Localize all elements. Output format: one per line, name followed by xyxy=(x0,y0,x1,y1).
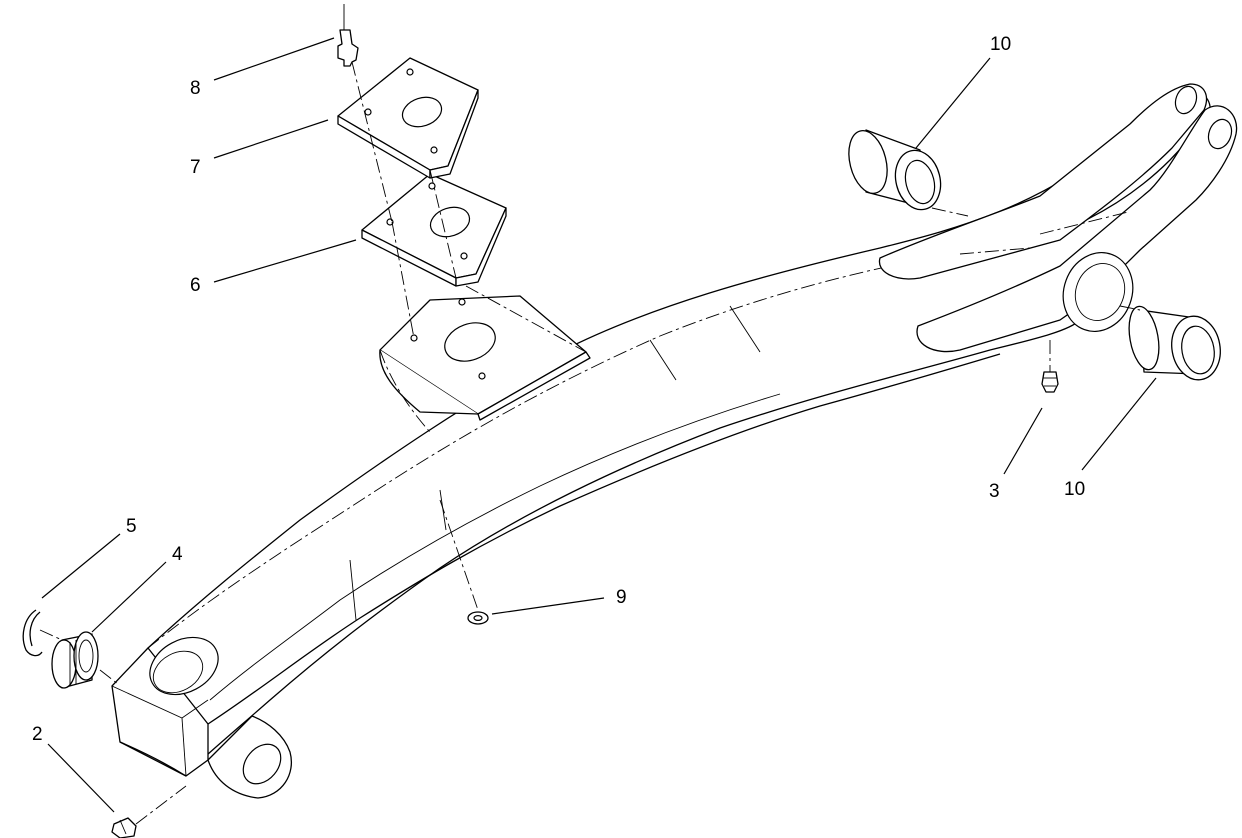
fitting-2 xyxy=(111,817,137,838)
callout-6: 6 xyxy=(190,275,201,296)
assembly-centerlines xyxy=(39,61,1141,825)
callout-10-lower: 10 xyxy=(1064,479,1085,500)
leader-lines xyxy=(41,37,1157,813)
grease-fitting-3 xyxy=(1041,340,1059,393)
callout-5: 5 xyxy=(126,516,137,537)
callout-8: 8 xyxy=(190,78,201,99)
callout-9: 9 xyxy=(616,587,627,608)
washer-9 xyxy=(467,611,489,625)
plate-7 xyxy=(337,57,479,179)
mount-bracket xyxy=(379,295,591,421)
callout-2: 2 xyxy=(32,724,43,745)
retaining-ring-5 xyxy=(22,609,43,657)
bushing-10-lower xyxy=(1128,305,1221,381)
callout-labels: 2 3 4 5 6 7 8 9 10 10 xyxy=(32,34,1085,745)
callout-4: 4 xyxy=(172,544,183,565)
callout-10-upper: 10 xyxy=(990,34,1011,55)
arm-front-bore xyxy=(149,636,219,696)
main-arm xyxy=(111,83,1238,799)
rivet-8 xyxy=(337,4,359,67)
callout-3: 3 xyxy=(989,481,1000,502)
bearing-4 xyxy=(51,631,99,689)
plate-6 xyxy=(361,173,507,287)
bushing-10-upper xyxy=(848,129,942,211)
callout-7: 7 xyxy=(190,157,201,178)
